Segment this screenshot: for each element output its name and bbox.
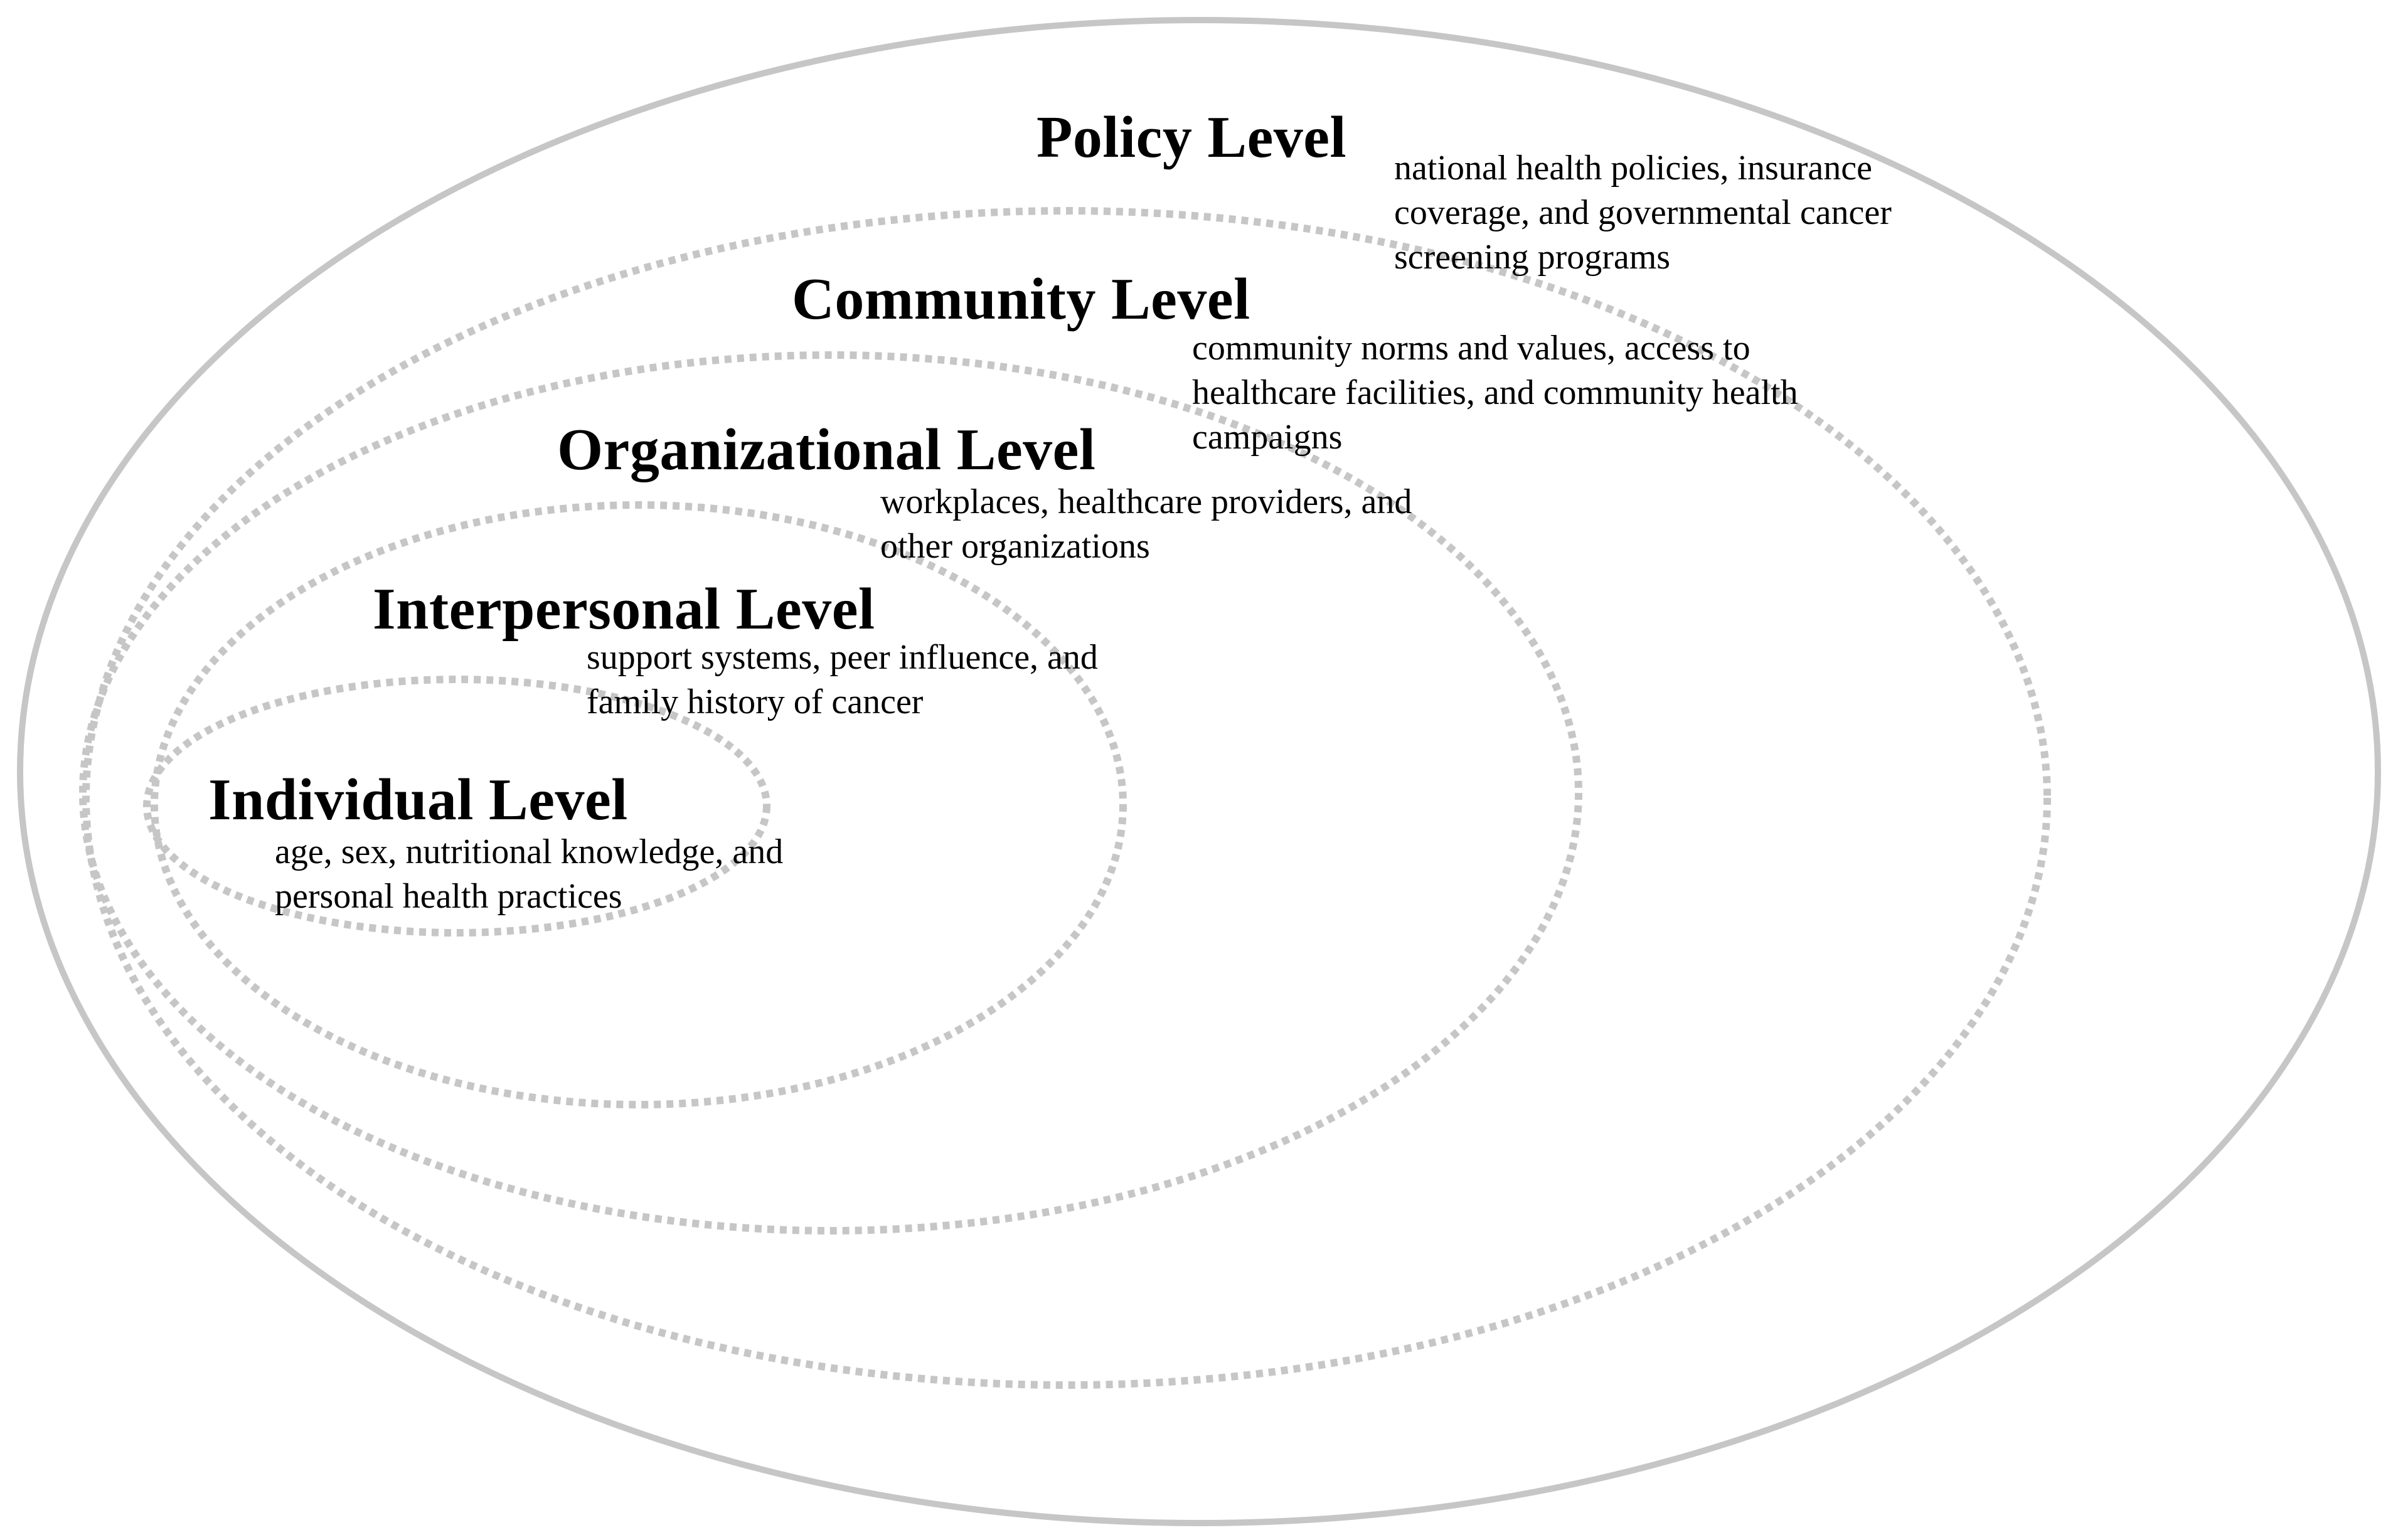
policy-level-description-line: coverage, and governmental cancer bbox=[1394, 193, 1892, 232]
policy-level-ring bbox=[17, 17, 2381, 1526]
community-level-description-line: campaigns bbox=[1192, 418, 1343, 457]
interpersonal-level-description-line: family history of cancer bbox=[587, 682, 924, 721]
organizational-level-description: workplaces, healthcare providers, and ot… bbox=[880, 480, 1412, 569]
interpersonal-level-ring bbox=[151, 501, 1127, 1108]
organizational-level-description-line: other organizations bbox=[880, 527, 1150, 566]
organizational-level-description-line: workplaces, healthcare providers, and bbox=[880, 482, 1412, 521]
individual-level-title: Individual Level bbox=[208, 767, 628, 832]
individual-level-ring bbox=[143, 676, 770, 937]
policy-level-description-line: national health policies, insurance bbox=[1394, 149, 1872, 188]
individual-level-description-line: age, sex, nutritional knowledge, and bbox=[275, 832, 784, 871]
community-level-description: community norms and values, access to he… bbox=[1192, 326, 1798, 460]
interpersonal-level-description-line: support systems, peer influence, and bbox=[587, 638, 1098, 677]
policy-level-title: Policy Level bbox=[1036, 105, 1347, 170]
policy-level-description-line: screening programs bbox=[1394, 238, 1671, 277]
organizational-level-ring bbox=[79, 351, 1582, 1235]
organizational-level-title: Organizational Level bbox=[557, 417, 1096, 482]
community-level-description-line: healthcare facilities, and community hea… bbox=[1192, 373, 1798, 412]
community-level-ring bbox=[82, 207, 2051, 1389]
individual-level-description-line: personal health practices bbox=[275, 877, 622, 916]
community-level-title: Community Level bbox=[792, 267, 1250, 332]
interpersonal-level-title: Interpersonal Level bbox=[373, 576, 875, 642]
community-level-description-line: community norms and values, access to bbox=[1192, 329, 1751, 368]
interpersonal-level-description: support systems, peer influence, and fam… bbox=[587, 635, 1098, 725]
individual-level-description: age, sex, nutritional knowledge, and per… bbox=[275, 830, 783, 919]
policy-level-description: national health policies, insurance cove… bbox=[1394, 146, 1892, 280]
